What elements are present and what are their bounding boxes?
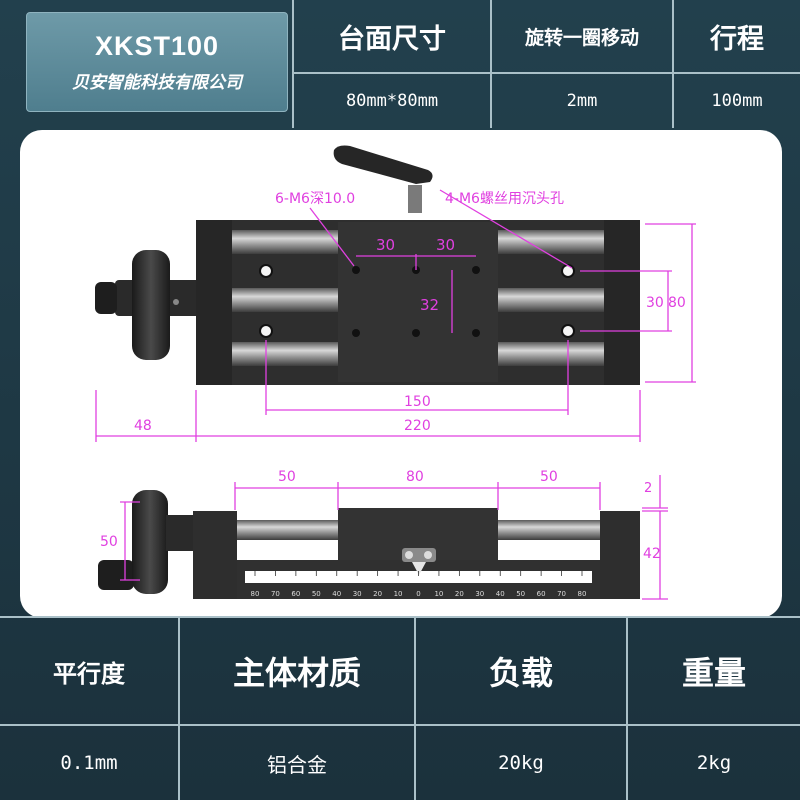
scale-strip (245, 571, 592, 583)
brand-box: XKST100 贝安智能科技有限公司 (26, 12, 288, 112)
technical-drawing: 6-M6深10.0 4-M6螺丝用沉头孔 30 30 32 30 80 150 … (95, 145, 696, 600)
scale-tick-label: 80 (251, 590, 260, 598)
grid-line (626, 616, 628, 800)
dim-48: 48 (134, 418, 152, 434)
header-stroke: 行程 (710, 23, 764, 55)
scale-ticks: 80 70 60 50 40 30 20 10 0 10 20 30 40 50 60 70 80 (251, 571, 587, 598)
value-weight: 2kg (696, 752, 732, 774)
value-table-size: 80mm*80mm (345, 91, 439, 111)
thread-hole (472, 329, 480, 337)
mount-hole (259, 264, 273, 278)
side-end-block-left (193, 511, 237, 599)
top-view (95, 145, 640, 385)
scale-tick-label: 50 (516, 590, 525, 598)
value-stroke: 100mm (711, 91, 763, 111)
grid-line (414, 616, 416, 800)
mount-hole (561, 324, 575, 338)
dim-side-50-b: 50 (540, 469, 558, 485)
scale-tick-label: 80 (578, 590, 587, 598)
scale-tick-label: 30 (353, 590, 362, 598)
thread-hole (412, 329, 420, 337)
lever-post (408, 185, 422, 213)
mount-hole (561, 264, 575, 278)
dimension-lines-side (120, 475, 668, 600)
dim-side-42: 42 (643, 546, 661, 562)
dim-80-v: 80 (668, 295, 686, 311)
knob-screw (173, 299, 179, 305)
scale-tick-label: 10 (434, 590, 443, 598)
end-block-right (604, 220, 640, 385)
side-end-block-right (600, 511, 640, 599)
thread-hole (352, 329, 360, 337)
value-travel-per-turn: 2mm (566, 91, 598, 111)
grid-line (672, 0, 674, 128)
value-load: 20kg (498, 752, 544, 774)
dim-220: 220 (404, 418, 431, 434)
hand-knob-icon (132, 250, 170, 360)
header-travel-per-turn: 旋转一圈移动 (524, 26, 639, 49)
header-table-size: 台面尺寸 (338, 23, 446, 55)
knob-end (95, 282, 117, 314)
label-thread-holes: 6-M6深10.0 (275, 191, 355, 207)
grid-line (292, 72, 800, 74)
scale-tick-label: 50 (312, 590, 321, 598)
header-parallelism: 平行度 (53, 659, 125, 688)
dim-side-50-a: 50 (278, 469, 296, 485)
grid-line (490, 0, 492, 128)
side-view (98, 490, 640, 599)
dim-30-b: 30 (436, 236, 455, 254)
value-parallelism: 0.1mm (60, 752, 118, 774)
carriage-top (338, 222, 498, 382)
header-weight: 重量 (681, 654, 746, 692)
label-counterbore-holes: 4-M6螺丝用沉头孔 (445, 191, 564, 207)
top-spec-table: XKST100 贝安智能科技有限公司 台面尺寸 旋转一圈移动 行程 80mm*8… (0, 0, 800, 128)
scale-tick-label: 30 (475, 590, 484, 598)
side-knob-shaft (166, 515, 196, 551)
scale-tick-label: 20 (373, 590, 382, 598)
dim-32: 32 (420, 296, 439, 314)
header-load: 负载 (488, 654, 553, 692)
scale-tick-label: 70 (557, 590, 566, 598)
model-name: XKST100 (94, 31, 220, 61)
clamp-lever-icon (333, 145, 433, 184)
scale-tick-label: 70 (271, 590, 280, 598)
scale-tick-label: 0 (416, 590, 420, 598)
header-material: 主体材质 (232, 654, 361, 692)
grid-line (0, 616, 800, 618)
side-knob-end (98, 560, 134, 590)
thread-hole (472, 266, 480, 274)
dim-side-2: 2 (644, 481, 652, 496)
thread-hole (352, 266, 360, 274)
company-name: 贝安智能科技有限公司 (72, 73, 242, 93)
scale-tick-label: 40 (496, 590, 505, 598)
value-material: 铝合金 (267, 752, 327, 777)
end-block-left (196, 220, 232, 385)
scale-tick-label: 20 (455, 590, 464, 598)
dim-30-v: 30 (646, 295, 664, 311)
dim-30-a: 30 (376, 236, 395, 254)
pointer-icon (402, 548, 436, 575)
scale-tick-label: 60 (291, 590, 300, 598)
grid-line (178, 616, 180, 800)
side-hand-knob-icon (132, 490, 168, 594)
dim-150: 150 (404, 394, 431, 410)
scale-tick-label: 10 (394, 590, 403, 598)
scale-tick-label: 60 (537, 590, 546, 598)
dim-side-80: 80 (406, 469, 424, 485)
grid-line (0, 724, 800, 726)
dim-side-50-v: 50 (100, 534, 118, 550)
mount-hole (259, 324, 273, 338)
dimension-lines-top (95, 189, 696, 442)
technical-drawing-panel: 6-M6深10.0 4-M6螺丝用沉头孔 30 30 32 30 80 150 … (20, 130, 782, 618)
grid-line (292, 0, 294, 128)
scale-tick-label: 40 (332, 590, 341, 598)
